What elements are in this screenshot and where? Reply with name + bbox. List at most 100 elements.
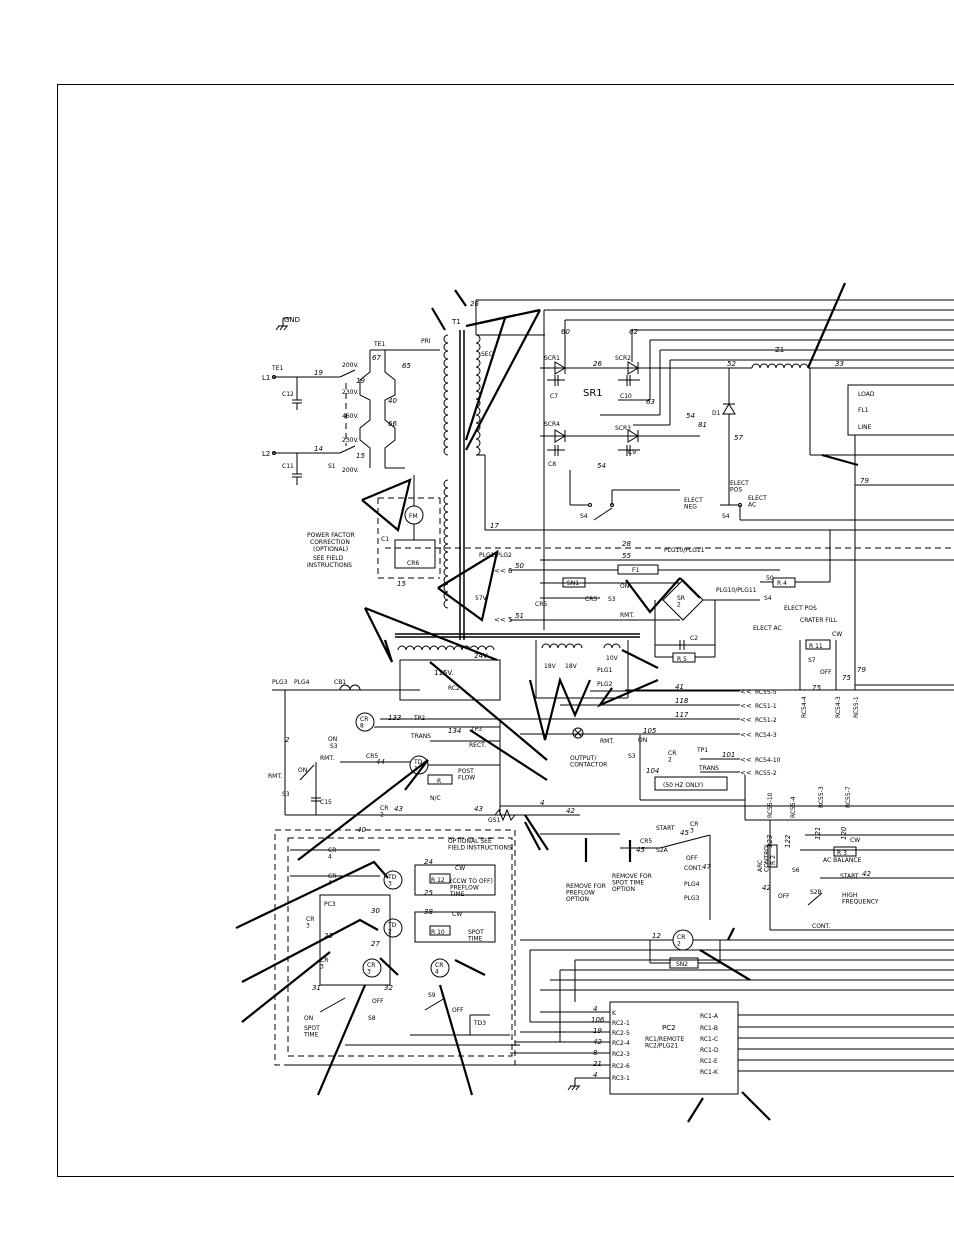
td3-coil [383, 870, 403, 890]
c10-label: C10 [620, 393, 632, 400]
svg-text:<< 5: << 5 [494, 616, 512, 624]
wire-num: 75 [812, 684, 821, 692]
z1-inductor [751, 363, 809, 369]
wire-num: 60 [561, 328, 570, 336]
ground-symbol-pc2 [567, 1077, 610, 1091]
wire-num: 55 [622, 552, 631, 560]
rc54-3-label: RC54-3 [755, 732, 777, 739]
rc54-10-label: RC54-10 [755, 757, 781, 764]
on-left-label: ON [328, 736, 337, 743]
on-label3: ON [304, 1015, 313, 1022]
wire-num: 52 [727, 360, 736, 368]
50hz-box [654, 776, 728, 791]
wire-num: 4 [593, 1005, 597, 1013]
r2-pot [767, 844, 778, 868]
pf-label: (OPTIONAL) [313, 546, 348, 553]
load-label: LOAD [858, 391, 875, 398]
rc1-a-label: RC1-A [700, 1013, 719, 1020]
s4-label3: S4 [764, 595, 772, 602]
wire-num: 26 [593, 360, 602, 368]
rc1-k-label: RC1-K [700, 1069, 719, 1076]
s8-label: S8 [368, 1015, 376, 1022]
pc3-label: PC3 [324, 901, 336, 908]
td3b-label: TD3 [473, 1020, 486, 1027]
rc51-1-label: RC51-1 [755, 703, 777, 710]
plg4-label: PLG4 [294, 679, 310, 686]
cw-label: CW [832, 631, 842, 638]
wire-num: 47 [702, 863, 711, 871]
r3-pot [833, 846, 857, 857]
tp1-label: TP1 [696, 747, 708, 754]
gs1-label: GS1 [488, 817, 500, 824]
svg-text:<<: << [740, 731, 752, 739]
cw-label3: CW [452, 911, 462, 918]
c12-label: C12 [282, 391, 294, 398]
on-center-label: ON [638, 737, 647, 744]
l1-label: L1 [262, 374, 270, 382]
wire-num: 15 [397, 580, 406, 588]
wire-num: 45 [680, 829, 689, 837]
arc-control-label: ARCCONTROL [757, 842, 771, 872]
c8-label: C8 [548, 461, 556, 468]
fl1-label: FL1 [858, 407, 869, 414]
rc1-b-label: RC1-B [700, 1025, 718, 1032]
off-center-label: OFF [686, 855, 698, 862]
svg-text:<<: << [740, 769, 752, 777]
wire-num: 81 [698, 421, 707, 429]
wire-num: 40 [388, 397, 397, 405]
pilot-light [572, 727, 584, 739]
wire-num: 12 [652, 932, 661, 940]
d1-diode [722, 403, 736, 415]
wire-num: 17 [490, 522, 499, 530]
cw-ac-label: CW [850, 837, 860, 844]
te1-top-label: TE1 [373, 341, 385, 348]
pf-label: INSTRUCTIONS [307, 562, 352, 569]
rc-connectors: RC55-5 RC51-1 RC51-2 RC54-3 RC54-10 RC55… [740, 688, 781, 777]
off-arc-label: OFF [778, 893, 790, 900]
v230b-label: 230V. [342, 437, 359, 444]
cb1-breaker [339, 684, 361, 691]
wire-num: 40 [357, 826, 366, 834]
pf-label: SEE FIELD [313, 555, 344, 562]
c15-label: C15 [320, 799, 332, 806]
rc2-6-label: RC2-6 [612, 1063, 630, 1070]
output-contactor-label: OUTPUT/CONTACTOR [570, 755, 607, 769]
rc51-2-label: RC51-2 [755, 717, 777, 724]
wire-num: 21 [593, 1060, 602, 1068]
l2-label: L2 [262, 450, 270, 458]
v57-label: 57V [475, 595, 488, 602]
cr5-label: CR5 [535, 601, 547, 608]
wire-num: 42 [566, 807, 575, 815]
rc55-10-label: RC55-10 [767, 792, 774, 818]
wire-num: 50 [515, 562, 524, 570]
r4-label: R 4 [777, 580, 787, 587]
wire-num: 31 [312, 984, 321, 992]
rmt-center-label: RMT. [600, 738, 614, 745]
scr2-label: SCR2 [615, 355, 631, 362]
te1-left-label: TE1 [271, 365, 283, 372]
wire-num: 28 [622, 540, 631, 548]
wire-num: 66 [388, 420, 397, 428]
wire-num: 134 [448, 727, 461, 735]
wire-num: 19 [314, 369, 323, 377]
wire-num: 63 [646, 398, 655, 406]
rc1-e-label: RC1-E [700, 1058, 718, 1065]
plg4-2-label: PLG4 [684, 881, 700, 888]
rc55-2-label: RC55-2 [755, 770, 777, 777]
pc2-board [609, 1001, 739, 1095]
wire-num: 38 [424, 908, 433, 916]
gs1-solenoid [494, 808, 516, 822]
s3-left-label: S3 [330, 743, 338, 750]
wire-num: 117 [675, 711, 689, 719]
